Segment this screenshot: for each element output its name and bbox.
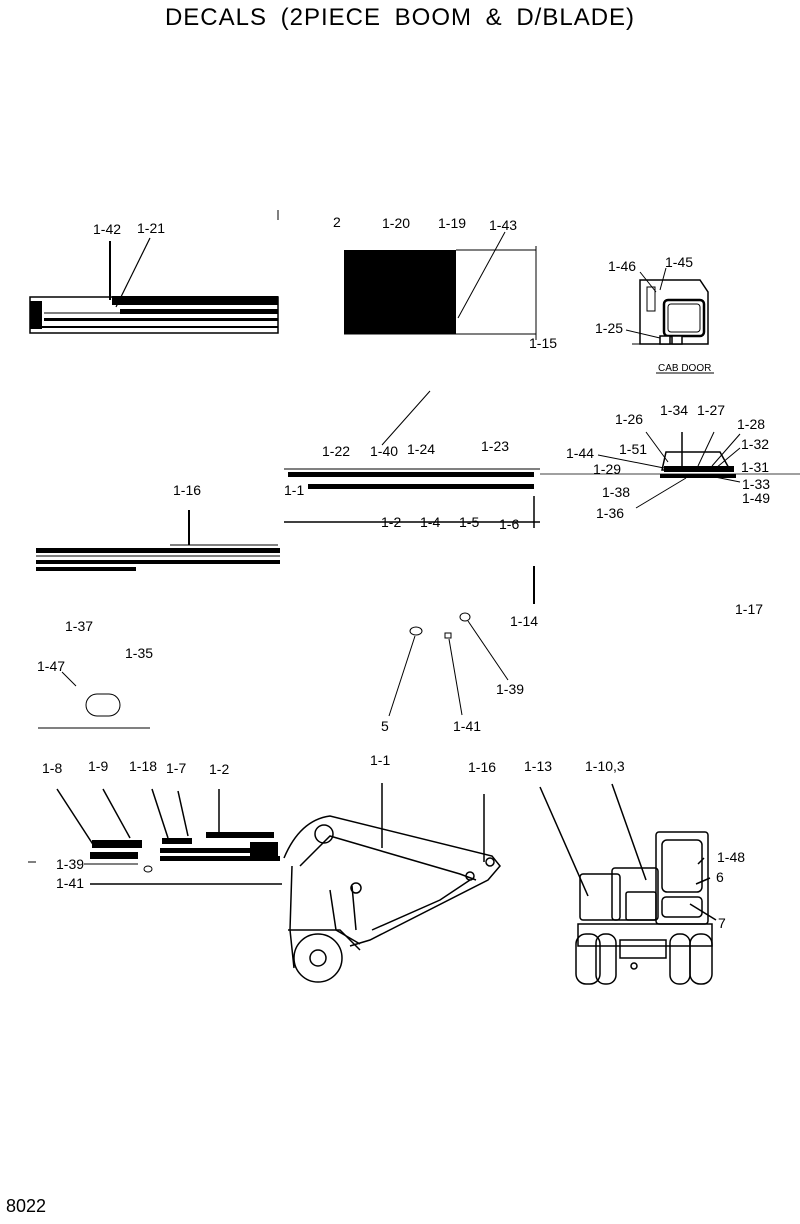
callout-1-42: 1-42 — [93, 221, 121, 237]
cab-door-drawing — [625, 267, 709, 345]
callout-1-36: 1-36 — [596, 505, 624, 521]
callout-1-25: 1-25 — [595, 320, 623, 336]
callout-1-46: 1-46 — [608, 258, 636, 274]
blade-decal — [38, 671, 150, 729]
callout-1-2-top: 1-2 — [381, 514, 401, 530]
callout-1-35: 1-35 — [125, 645, 153, 661]
callout-1-16-top: 1-16 — [173, 482, 201, 498]
cab-door-label: CAB DOOR — [658, 363, 711, 374]
callout-1-15: 1-15 — [529, 335, 557, 351]
callout-1-29: 1-29 — [593, 461, 621, 477]
page-title: DECALS (2PIECE BOOM & D/BLADE) — [164, 4, 636, 31]
callout-1-8: 1-8 — [42, 760, 62, 776]
callout-5: 5 — [381, 718, 389, 734]
callout-1-45: 1-45 — [665, 254, 693, 270]
callout-1-1-top: 1-1 — [284, 482, 304, 498]
callout-1-9: 1-9 — [88, 758, 108, 774]
callout-1-5: 1-5 — [459, 514, 479, 530]
callout-1-13: 1-13 — [524, 758, 552, 774]
callout-1-17: 1-17 — [735, 601, 763, 617]
callout-1-39-mid: 1-39 — [496, 681, 524, 697]
callout-2: 2 — [333, 214, 341, 230]
callout-7: 7 — [718, 915, 726, 931]
callout-1-7: 1-7 — [166, 760, 186, 776]
callout-1-21: 1-21 — [137, 220, 165, 236]
callout-1-23: 1-23 — [481, 438, 509, 454]
cab-top-drawing — [540, 431, 800, 509]
page-number: 8022 — [6, 1196, 47, 1216]
callout-1-18: 1-18 — [129, 758, 157, 774]
callout-1-47: 1-47 — [37, 658, 65, 674]
boom-side-decal-strip — [29, 296, 279, 334]
callout-1-20: 1-20 — [382, 215, 410, 231]
callout-1-48: 1-48 — [717, 849, 745, 865]
callout-1-6: 1-6 — [499, 516, 519, 532]
callout-1-39-bottom: 1-39 — [56, 856, 84, 872]
excavator-rear-view — [539, 783, 717, 985]
callout-1-2-bottom: 1-2 — [209, 761, 229, 777]
callout-1-19: 1-19 — [438, 215, 466, 231]
boom-top-decal-strips — [36, 510, 280, 571]
callout-1-41-mid: 1-41 — [453, 718, 481, 734]
leader-1-21 — [115, 237, 151, 308]
callout-1-31: 1-31 — [741, 459, 769, 475]
callout-1-26: 1-26 — [615, 411, 643, 427]
callout-1-10-3: 1-10,3 — [585, 758, 625, 774]
callout-1-16-bottom: 1-16 — [468, 759, 496, 775]
dozer-blade-decals — [28, 788, 282, 885]
callout-1-41-bottom: 1-41 — [56, 875, 84, 891]
callout-1-24: 1-24 — [407, 441, 435, 457]
callout-1-22: 1-22 — [322, 443, 350, 459]
small-decals — [388, 612, 509, 717]
excavator-side-view — [283, 783, 501, 983]
callout-6: 6 — [716, 869, 724, 885]
callout-1-33: 1-33 — [742, 476, 770, 492]
callout-1-14: 1-14 — [510, 613, 538, 629]
callout-1-43: 1-43 — [489, 217, 517, 233]
callout-1-1-bottom: 1-1 — [370, 752, 390, 768]
callout-1-51: 1-51 — [619, 441, 647, 457]
callout-1-38: 1-38 — [602, 484, 630, 500]
callout-1-40: 1-40 — [370, 443, 398, 459]
callout-1-44: 1-44 — [566, 445, 594, 461]
callout-1-34: 1-34 — [660, 402, 688, 418]
callout-1-37: 1-37 — [65, 618, 93, 634]
callout-1-32: 1-32 — [741, 436, 769, 452]
callout-1-49: 1-49 — [742, 490, 770, 506]
callout-1-28: 1-28 — [737, 416, 765, 432]
arm-decal-strips — [284, 390, 540, 604]
callout-1-27: 1-27 — [697, 402, 725, 418]
black-panel-decal — [277, 210, 537, 340]
callout-1-4: 1-4 — [420, 514, 440, 530]
